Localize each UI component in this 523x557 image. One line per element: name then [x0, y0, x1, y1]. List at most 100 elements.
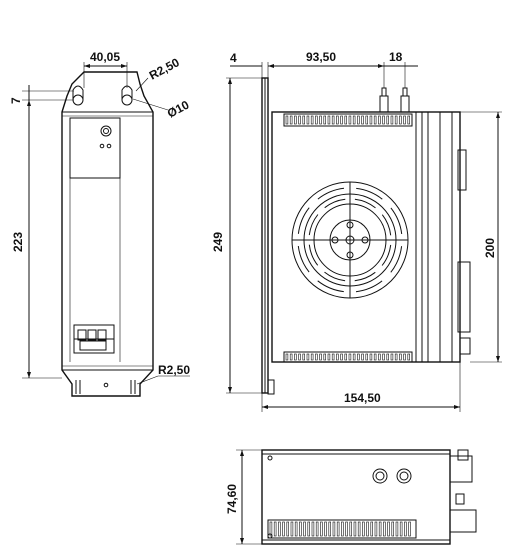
bottom-slot-slot	[387, 521, 390, 537]
side-top-vent-slot	[352, 115, 356, 125]
fan-slot	[354, 271, 383, 293]
side-top-vent-slot	[394, 115, 398, 125]
fan-slot	[297, 244, 319, 273]
side-top-vent-slot	[357, 115, 360, 125]
bottom-slot-slot	[273, 521, 277, 537]
side-top-vent-slot	[315, 115, 318, 125]
side-top-vent-slot	[319, 115, 322, 125]
side-top-vent-slot	[361, 115, 364, 125]
side-top-vent-slot	[302, 115, 305, 125]
side-top-vent-slot	[378, 115, 381, 125]
dim-front-height: 223	[11, 232, 25, 252]
side-top-vent-slot	[344, 115, 347, 125]
side-bottom-vent-slot	[390, 353, 394, 361]
side-top-vent	[285, 115, 410, 125]
bottom-view	[261, 449, 477, 545]
fan	[291, 181, 409, 299]
side-bottom-vent-slot	[378, 353, 381, 361]
side-bottom-vent-slot	[289, 353, 293, 361]
fan-slot	[381, 207, 403, 236]
bottom-slot	[269, 521, 411, 537]
bottom-slot-slot	[286, 521, 289, 537]
fan-slot	[317, 187, 346, 209]
bottom-slot-slot	[311, 521, 315, 537]
bottom-slot-slot	[366, 521, 369, 537]
bottom-slot-slot	[391, 521, 394, 537]
bottom-slot-slot	[299, 521, 302, 537]
bottom-slot-slot	[307, 521, 310, 537]
side-top-vent-slot	[386, 115, 389, 125]
side-bottom-vent-slot	[386, 353, 389, 361]
side-top-vent-slot	[369, 115, 373, 125]
bottom-vents	[283, 351, 413, 363]
bottom-slot-slot	[341, 521, 344, 537]
bottom-slot-slot	[315, 521, 319, 537]
side-top-vent-slot	[331, 115, 335, 125]
side-view	[261, 77, 471, 395]
side-top-vent-slot	[348, 115, 352, 125]
side-top-vent-slot	[373, 115, 377, 125]
bottom-slot-slot	[294, 521, 298, 537]
bottom-slot-slot	[328, 521, 331, 537]
side-bottom-vent-slot	[285, 353, 289, 361]
dim-front-top-offset: 7	[9, 97, 23, 104]
side-bottom-vent-slot	[357, 353, 360, 361]
bottom-slot-slot	[404, 521, 407, 537]
bottom-slot-slot	[336, 521, 340, 537]
fan-slot	[354, 187, 383, 209]
side-dimensions	[226, 62, 502, 412]
bottom-slot-slot	[399, 521, 403, 537]
side-bottom-vent-slot	[373, 353, 377, 361]
side-bottom-vent-slot	[403, 353, 406, 361]
side-top-vent-slot	[298, 115, 301, 125]
side-top-vent-slot	[323, 115, 326, 125]
bottom-slot-slot	[324, 521, 327, 537]
dim-front-hole-diameter: Ø10	[165, 97, 192, 120]
bottom-slot-slot	[282, 521, 285, 537]
dim-front-top-radius: R2,50	[147, 55, 182, 83]
side-bottom-vent-slot	[361, 353, 364, 361]
fan-slot	[317, 271, 346, 293]
bottom-slot-slot	[370, 521, 373, 537]
side-bottom-vent-slot	[298, 353, 301, 361]
side-top-vent-slot	[399, 115, 402, 125]
side-top-vent-slot	[403, 115, 406, 125]
fan-slot	[297, 207, 319, 236]
side-bottom-vent-slot	[394, 353, 398, 361]
dim-front-bottom-radius: R2,50	[158, 363, 190, 377]
side-bottom-vent-slot	[340, 353, 343, 361]
side-top-vent-slot	[306, 115, 310, 125]
dim-side-body-height: 200	[483, 238, 497, 258]
side-top-vent-slot	[365, 115, 368, 125]
side-bottom-vent-slot	[369, 353, 373, 361]
side-top-vent-slot	[407, 115, 410, 125]
bottom-slot-slot	[349, 521, 352, 537]
dim-side-total-height: 249	[211, 232, 225, 252]
side-bottom-vent-slot	[319, 353, 322, 361]
bottom-slot-slot	[362, 521, 365, 537]
bottom-slot-slot	[269, 521, 273, 537]
side-top-vent-slot	[390, 115, 394, 125]
bottom-slot-slot	[332, 521, 336, 537]
dim-side-depth: 154,50	[344, 391, 381, 405]
side-top-vent-slot	[294, 115, 297, 125]
side-bottom-vent-slot	[331, 353, 335, 361]
side-bottom-vent-slot	[352, 353, 356, 361]
top-vents	[283, 113, 413, 127]
bottom-slot-slot	[353, 521, 357, 537]
bottom-slot-slot	[408, 521, 411, 537]
side-bottom-vent-slot	[407, 353, 410, 361]
side-bottom-vent-slot	[306, 353, 310, 361]
dim-side-connector-spacing: 18	[389, 50, 403, 64]
bottom-slot-slot	[278, 521, 281, 537]
bottom-slot-slot	[357, 521, 361, 537]
side-bottom-vent-slot	[302, 353, 305, 361]
side-bottom-vent-slot	[315, 353, 318, 361]
side-bottom-vent-slot	[365, 353, 368, 361]
side-top-vent-slot	[310, 115, 314, 125]
front-view	[61, 71, 154, 397]
side-bottom-vent-slot	[344, 353, 347, 361]
side-top-vent-slot	[327, 115, 331, 125]
dim-bottom-height: 74,60	[225, 484, 239, 514]
